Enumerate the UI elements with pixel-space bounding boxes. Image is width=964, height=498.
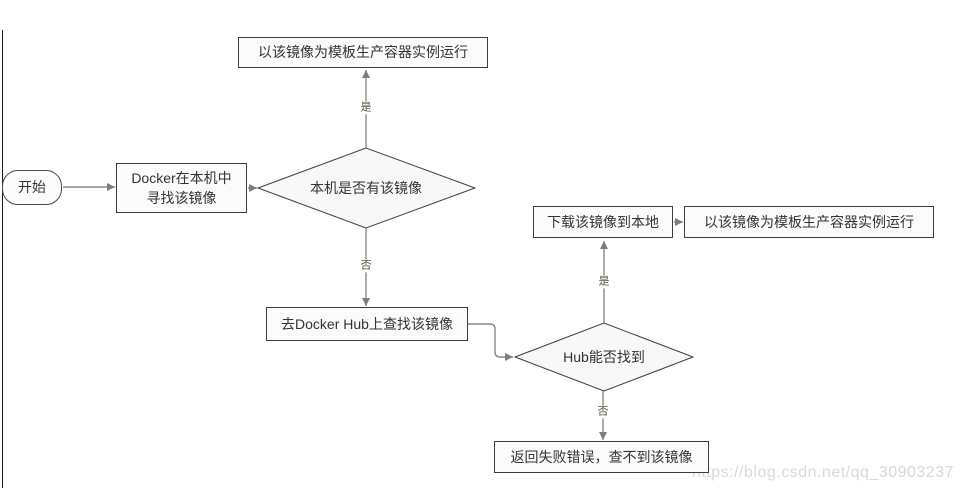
- node-search-hub: 去Docker Hub上查找该镜像: [266, 307, 468, 341]
- diamond-hub-shape: [513, 322, 695, 392]
- edge-label-yes-hub: 是: [596, 275, 612, 289]
- diamond-local-shape: [256, 147, 477, 229]
- node-download-local: 下载该镜像到本地: [533, 206, 673, 238]
- node-search-hub-label: 去Docker Hub上查找该镜像: [281, 315, 453, 332]
- node-fail: 返回失败错误，查不到该镜像: [494, 441, 709, 473]
- node-start: 开始: [2, 170, 62, 205]
- node-run-instance-top-label: 以该镜像为模板生产容器实例运行: [258, 44, 468, 61]
- node-fail-label: 返回失败错误，查不到该镜像: [510, 448, 693, 465]
- watermark-text: https://blog.csdn.net/qq_30903237: [691, 464, 954, 481]
- node-run-instance-right-label: 以该镜像为模板生产容器实例运行: [704, 213, 914, 230]
- node-find-local-line2: 寻找该镜像: [146, 190, 217, 206]
- node-download-local-label: 下载该镜像到本地: [547, 213, 659, 230]
- diamond-hub-label: Hub能否找到: [563, 349, 645, 365]
- edge-label-yes-local: 是: [358, 101, 374, 115]
- edge-label-no-hub: 否: [595, 405, 611, 419]
- node-run-instance-top: 以该镜像为模板生产容器实例运行: [238, 37, 488, 68]
- node-run-instance-right: 以该镜像为模板生产容器实例运行: [684, 206, 934, 238]
- edge-label-no-local: 否: [358, 259, 374, 273]
- edge-hubsearch-to-hubdecision: [468, 323, 513, 361]
- left-border-line: [2, 30, 3, 488]
- node-start-label: 开始: [18, 179, 46, 196]
- node-find-local: Docker在本机中 寻找该镜像: [116, 163, 247, 213]
- node-find-local-line1: Docker在本机中: [131, 169, 232, 186]
- diamond-local-label: 本机是否有该镜像: [310, 180, 422, 196]
